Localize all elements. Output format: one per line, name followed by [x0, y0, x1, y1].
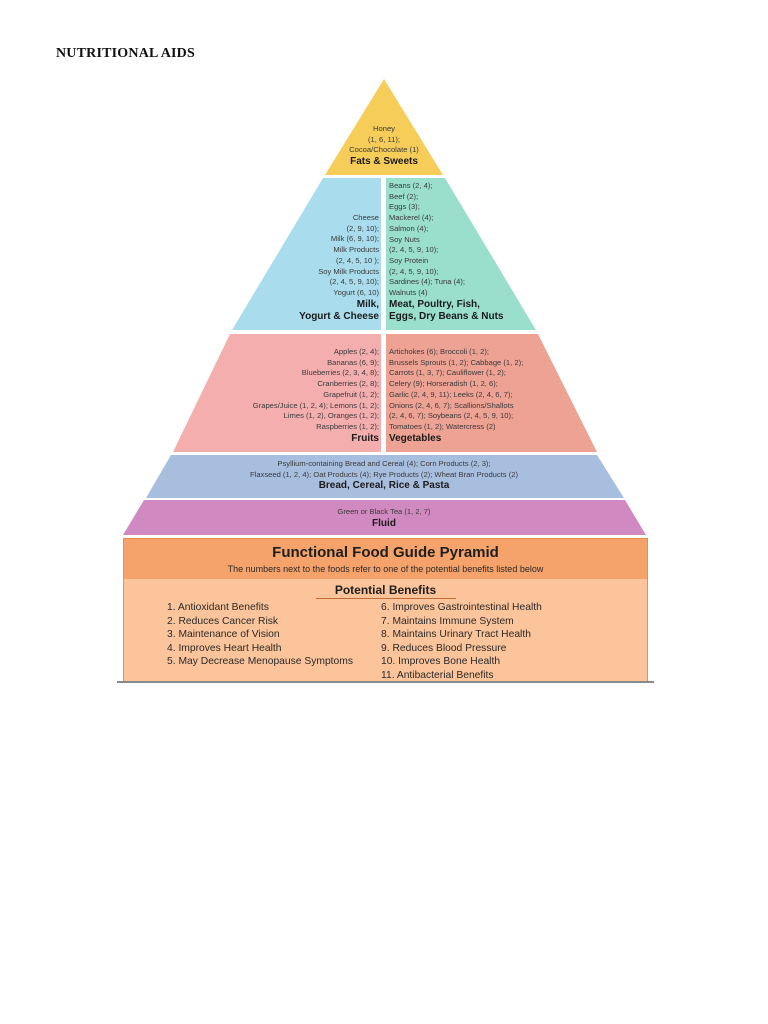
- benefit-item: 8. Maintains Urinary Tract Health: [381, 629, 531, 640]
- food-item: Tomatoes (1, 2); Watercress (2): [389, 421, 496, 431]
- food-item: Eggs (3);: [389, 202, 420, 212]
- food-item: Limes (1, 2), Oranges (1, 2);: [283, 411, 379, 421]
- panel-title: Functional Food Guide Pyramid: [272, 544, 499, 561]
- food-item: Salmon (4);: [389, 223, 429, 233]
- food-item: Cocoa/Chocolate (1): [349, 145, 419, 155]
- food-item: Celery (9); Horseradish (1, 2, 6);: [389, 379, 498, 389]
- food-item: Milk (6, 9, 10);: [330, 234, 379, 244]
- food-item: Psyllium-containing Bread and Cereal (4)…: [277, 459, 491, 468]
- benefit-item: 7. Maintains Immune System: [381, 615, 514, 627]
- tier-fats-sweets: [325, 79, 443, 175]
- food-item: (2, 4, 5, 9, 10);: [389, 266, 439, 276]
- food-item: Beef (2);: [389, 191, 419, 201]
- vegetables-heading: Vegetables: [389, 432, 442, 444]
- food-item: Blueberries (2, 3, 4, 8);: [301, 368, 379, 378]
- food-item: Cheese: [352, 213, 379, 222]
- food-item: Soy Milk Products: [318, 266, 379, 276]
- food-item: Artichokes (6); Broccoli (1, 2);: [389, 347, 490, 356]
- tier-bread-cereal: [146, 455, 624, 498]
- food-item: Yogurt (6, 10): [333, 287, 379, 297]
- benefits-panel: Functional Food Guide Pyramid The number…: [123, 538, 648, 682]
- document-title: NUTRITIONAL AIDS: [56, 46, 195, 61]
- dairy-foods: Cheese (2, 9, 10); Milk (6, 9, 10); Milk…: [299, 213, 379, 323]
- tier-vegetables: [386, 334, 597, 452]
- food-item: Raspberries (1, 2);: [316, 421, 379, 431]
- food-item: (2, 4, 5, 9, 10);: [389, 245, 439, 255]
- food-item: (2, 4, 5, 9, 10);: [329, 277, 379, 287]
- food-item: Mackerel (4);: [389, 213, 434, 223]
- benefits-divider: [316, 598, 456, 599]
- food-item: Carrots (1, 3, 7); Cauliflower (1, 2);: [389, 368, 506, 378]
- food-item: Grapes/Juice (1, 2, 4); Lemons (1, 2);: [252, 400, 379, 410]
- panel-subtitle: The numbers next to the foods refer to o…: [227, 564, 544, 574]
- food-item: Sardines (4); Tuna (4);: [389, 277, 465, 287]
- food-item: Bananas (6, 9);: [327, 357, 379, 367]
- food-item: Green or Black Tea (1, 2, 7): [337, 507, 431, 516]
- benefit-item: 1. Antioxidant Benefits: [167, 602, 269, 613]
- benefit-item: 5. May Decrease Menopause Symptoms: [167, 656, 353, 667]
- food-item: (2, 9, 10);: [346, 223, 380, 233]
- grains-heading: Bread, Cereal, Rice & Pasta: [318, 480, 450, 492]
- grains-foods: Psyllium-containing Bread and Cereal (4)…: [150, 459, 618, 492]
- benefits-list-right: 6. Improves Gastrointestinal Health 7. M…: [381, 601, 542, 682]
- food-item: Onions (2, 4, 6, 7); Scallions/Shallots: [389, 400, 514, 410]
- food-item: Apples (2, 4);: [333, 347, 379, 356]
- food-item: (1, 6, 11);: [368, 134, 400, 144]
- food-item: (2, 4, 6, 7); Soybeans (2, 4, 5, 9, 10);: [389, 411, 514, 421]
- fats-sweets-heading: Fats & Sweets: [350, 156, 418, 168]
- panel-base-rule: [117, 681, 654, 683]
- fruits-foods: Apples (2, 4); Bananas (6, 9); Blueberri…: [253, 347, 379, 445]
- benefit-item: 6. Improves Gastrointestinal Health: [381, 602, 542, 613]
- food-item: Honey: [373, 124, 395, 133]
- food-item: Garlic (2, 4, 9, 11); Leeks (2, 4, 6, 7)…: [389, 389, 513, 399]
- protein-heading-line2: Eggs, Dry Beans & Nuts: [389, 310, 504, 322]
- benefits-list-left: 1. Antioxidant Benefits 2. Reduces Cance…: [167, 601, 353, 669]
- tier-milk-yogurt-cheese: [232, 178, 381, 330]
- dairy-heading-line2: Yogurt & Cheese: [299, 310, 379, 322]
- benefit-item: 11. Antibacterial Benefits: [381, 669, 494, 681]
- fluid-heading: Fluid: [372, 517, 396, 529]
- benefits-heading: Potential Benefits: [334, 583, 437, 597]
- food-item: Beans (2, 4);: [389, 181, 433, 190]
- fruits-heading: Fruits: [351, 432, 379, 444]
- fluid-foods: Green or Black Tea (1, 2, 7) Fluid: [150, 507, 618, 530]
- tier-meat-beans-nuts: [386, 178, 536, 330]
- tier-fluid: [123, 500, 646, 535]
- food-item: Flaxseed (1, 2, 4); Oat Products (4); Ry…: [250, 469, 518, 479]
- fats-sweets-foods: Honey (1, 6, 11); Cocoa/Chocolate (1) Fa…: [304, 124, 464, 168]
- benefit-item: 2. Reduces Cancer Risk: [167, 615, 279, 627]
- food-item: Soy Protein: [389, 255, 429, 265]
- food-item: Soy Nuts: [389, 234, 420, 244]
- food-item: Cranberries (2, 8);: [317, 379, 379, 389]
- vegetables-foods: Artichokes (6); Broccoli (1, 2); Brussel…: [389, 347, 523, 445]
- food-item: Milk Products: [333, 245, 379, 255]
- tier-fruits: [173, 334, 381, 452]
- food-item: Brussels Sprouts (1, 2); Cabbage (1, 2);: [389, 357, 524, 367]
- food-item: Grapefruit (1, 2);: [323, 389, 379, 399]
- protein-foods: Beans (2, 4); Beef (2); Eggs (3); Macker…: [389, 181, 503, 323]
- benefit-item: 3. Maintenance of Vision: [167, 629, 280, 640]
- protein-heading-line1: Meat, Poultry, Fish,: [389, 298, 480, 310]
- benefit-item: 9. Reduces Blood Pressure: [381, 642, 507, 654]
- food-item: (2, 4, 5, 10 );: [335, 255, 379, 265]
- food-item: Walnuts (4): [389, 288, 428, 298]
- pyramid-graphic: [123, 79, 646, 535]
- dairy-heading-line1: Milk,: [356, 298, 379, 310]
- panel-header-band: [124, 539, 647, 579]
- benefit-item: 4. Improves Heart Health: [167, 642, 282, 654]
- benefit-item: 10. Improves Bone Health: [381, 656, 501, 667]
